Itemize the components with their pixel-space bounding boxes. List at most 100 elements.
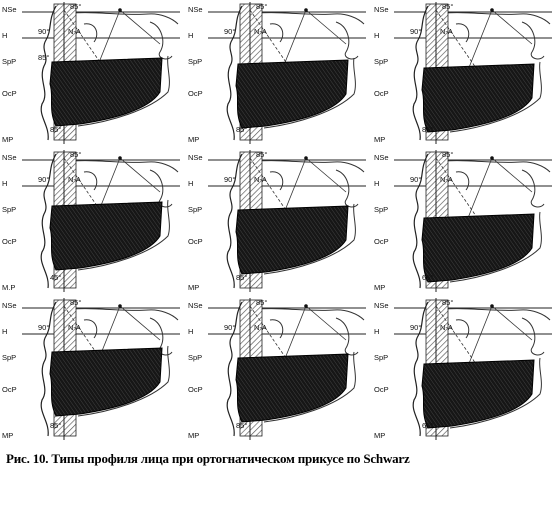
- mp-label: MP: [374, 283, 385, 292]
- angle-bottom-label: 45°: [50, 273, 61, 282]
- sella-point: [304, 8, 308, 12]
- cranial-outline: [247, 160, 365, 173]
- soft-tissue-profile: [412, 301, 429, 437]
- na-label: N-A: [254, 27, 267, 36]
- angle-h-label: 90°: [224, 27, 235, 36]
- nse-label: NSe: [188, 153, 203, 162]
- jaw-dentition-block: [421, 63, 535, 133]
- projection-line: [491, 9, 533, 45]
- na-label: N-A: [254, 323, 267, 332]
- spp-label: SpP: [188, 57, 202, 66]
- orbit-outline: [455, 171, 470, 191]
- condyle-outline: [521, 317, 545, 356]
- na-label: N-A: [440, 323, 453, 332]
- sella-point: [490, 304, 494, 308]
- h-label: H: [374, 31, 379, 40]
- angle-top-label: 85°: [256, 2, 267, 11]
- orbit-outline: [269, 23, 284, 43]
- mandible-outline: [449, 357, 542, 429]
- mandible-outline: [449, 61, 542, 133]
- profile-panel: NSe 85° H 90° N-A SpP OcP MP 85°: [188, 2, 366, 144]
- angle-top-label: 85°: [256, 298, 267, 307]
- h-label: H: [2, 31, 7, 40]
- projection-line: [305, 157, 347, 193]
- sella-point: [118, 156, 122, 160]
- projection-line: [305, 305, 347, 341]
- mp-label: MP: [2, 135, 13, 144]
- projection-line: [249, 305, 291, 365]
- angle-top-label: 85°: [70, 298, 81, 307]
- mandible-outline: [77, 345, 170, 417]
- projection-line: [467, 9, 493, 71]
- nse-label: NSe: [188, 301, 203, 310]
- na-label: N-A: [68, 175, 81, 184]
- angle-h-label: 90°: [38, 27, 49, 36]
- orbit-outline: [269, 171, 284, 191]
- condyle-outline: [521, 169, 545, 208]
- jaw-dentition-block: [49, 201, 163, 271]
- h-label: H: [2, 179, 7, 188]
- soft-tissue-profile: [40, 5, 57, 141]
- sella-point: [118, 8, 122, 12]
- angle-bottom-label: 85°: [422, 125, 433, 134]
- condyle-outline: [149, 21, 173, 60]
- h-label: H: [374, 179, 379, 188]
- h-label: H: [374, 327, 379, 336]
- ocp-label: OcP: [374, 89, 389, 98]
- projection-line: [435, 305, 477, 365]
- angle-bottom-label: 65°: [422, 273, 433, 282]
- condyle-outline: [149, 169, 173, 208]
- ocp-label: OcP: [374, 385, 389, 394]
- na-label: N-A: [254, 175, 267, 184]
- ocp-label: OcP: [188, 385, 203, 394]
- ocp-label: OcP: [188, 237, 203, 246]
- spp-label: SpP: [188, 205, 202, 214]
- nse-label: NSe: [2, 5, 17, 14]
- projection-line: [467, 157, 493, 219]
- na-label: N-A: [440, 27, 453, 36]
- projection-line: [119, 9, 161, 45]
- projection-line: [63, 9, 105, 69]
- soft-tissue-profile: [412, 153, 429, 289]
- soft-tissue-profile: [40, 153, 57, 289]
- mandible-outline: [77, 55, 170, 127]
- spp-label: SpP: [374, 57, 388, 66]
- projection-line: [63, 157, 105, 217]
- orbit-outline: [455, 319, 470, 339]
- mandible-outline: [77, 199, 170, 271]
- mandible-outline: [263, 351, 356, 423]
- spp-label: SpP: [188, 353, 202, 362]
- soft-tissue-profile: [226, 5, 243, 141]
- orbit-outline: [269, 319, 284, 339]
- jaw-dentition-block: [235, 205, 349, 275]
- mp-label: MP: [188, 135, 199, 144]
- jaw-dentition-block: [421, 213, 535, 283]
- angle-spp-label: 85°: [38, 53, 49, 62]
- angle-bottom-label: 85°: [236, 125, 247, 134]
- spp-label: SpP: [374, 205, 388, 214]
- nse-label: NSe: [2, 153, 17, 162]
- projection-line: [119, 157, 161, 193]
- angle-bottom-label: 85°: [236, 421, 247, 430]
- condyle-outline: [335, 317, 359, 356]
- angle-bottom-label: 65°: [422, 421, 433, 430]
- jaw-dentition-block: [235, 59, 349, 129]
- ocp-label: OcP: [188, 89, 203, 98]
- spp-label: SpP: [2, 353, 16, 362]
- h-label: H: [188, 31, 193, 40]
- soft-tissue-profile: [226, 153, 243, 289]
- projection-line: [491, 157, 533, 193]
- na-label: N-A: [68, 323, 81, 332]
- ocp-label: OcP: [2, 385, 17, 394]
- spp-label: SpP: [374, 353, 388, 362]
- nse-label: NSe: [188, 5, 203, 14]
- angle-top-label: 85°: [442, 2, 453, 11]
- na-label: N-A: [68, 27, 81, 36]
- projection-line: [249, 9, 291, 69]
- projection-line: [467, 305, 493, 367]
